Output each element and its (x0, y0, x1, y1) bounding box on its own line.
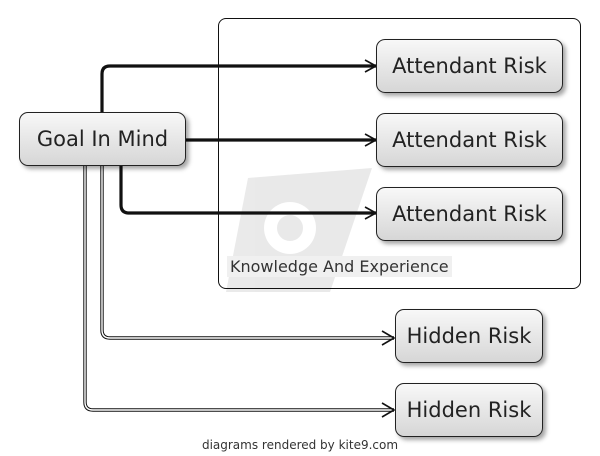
edge-goal-to-attendant-3 (119, 166, 378, 220)
edge-goal-to-hidden-2 (83, 166, 396, 418)
knowledge-container (218, 18, 581, 289)
hidden-risk-node-2[interactable]: Hidden Risk (395, 383, 543, 437)
edge-goal-to-attendant-1 (100, 59, 378, 112)
container-label: Knowledge And Experience (227, 256, 452, 277)
footer-credit: diagrams rendered by kite9.com (201, 438, 399, 452)
attendant-risk-node-3[interactable]: Attendant Risk (376, 187, 563, 241)
hidden-risk-node-1[interactable]: Hidden Risk (395, 309, 543, 363)
goal-node[interactable]: Goal In Mind (19, 112, 186, 166)
attendant-risk-node-2[interactable]: Attendant Risk (376, 113, 563, 167)
edge-goal-to-hidden-1 (100, 166, 396, 346)
attendant-risk-node-1[interactable]: Attendant Risk (376, 39, 563, 93)
